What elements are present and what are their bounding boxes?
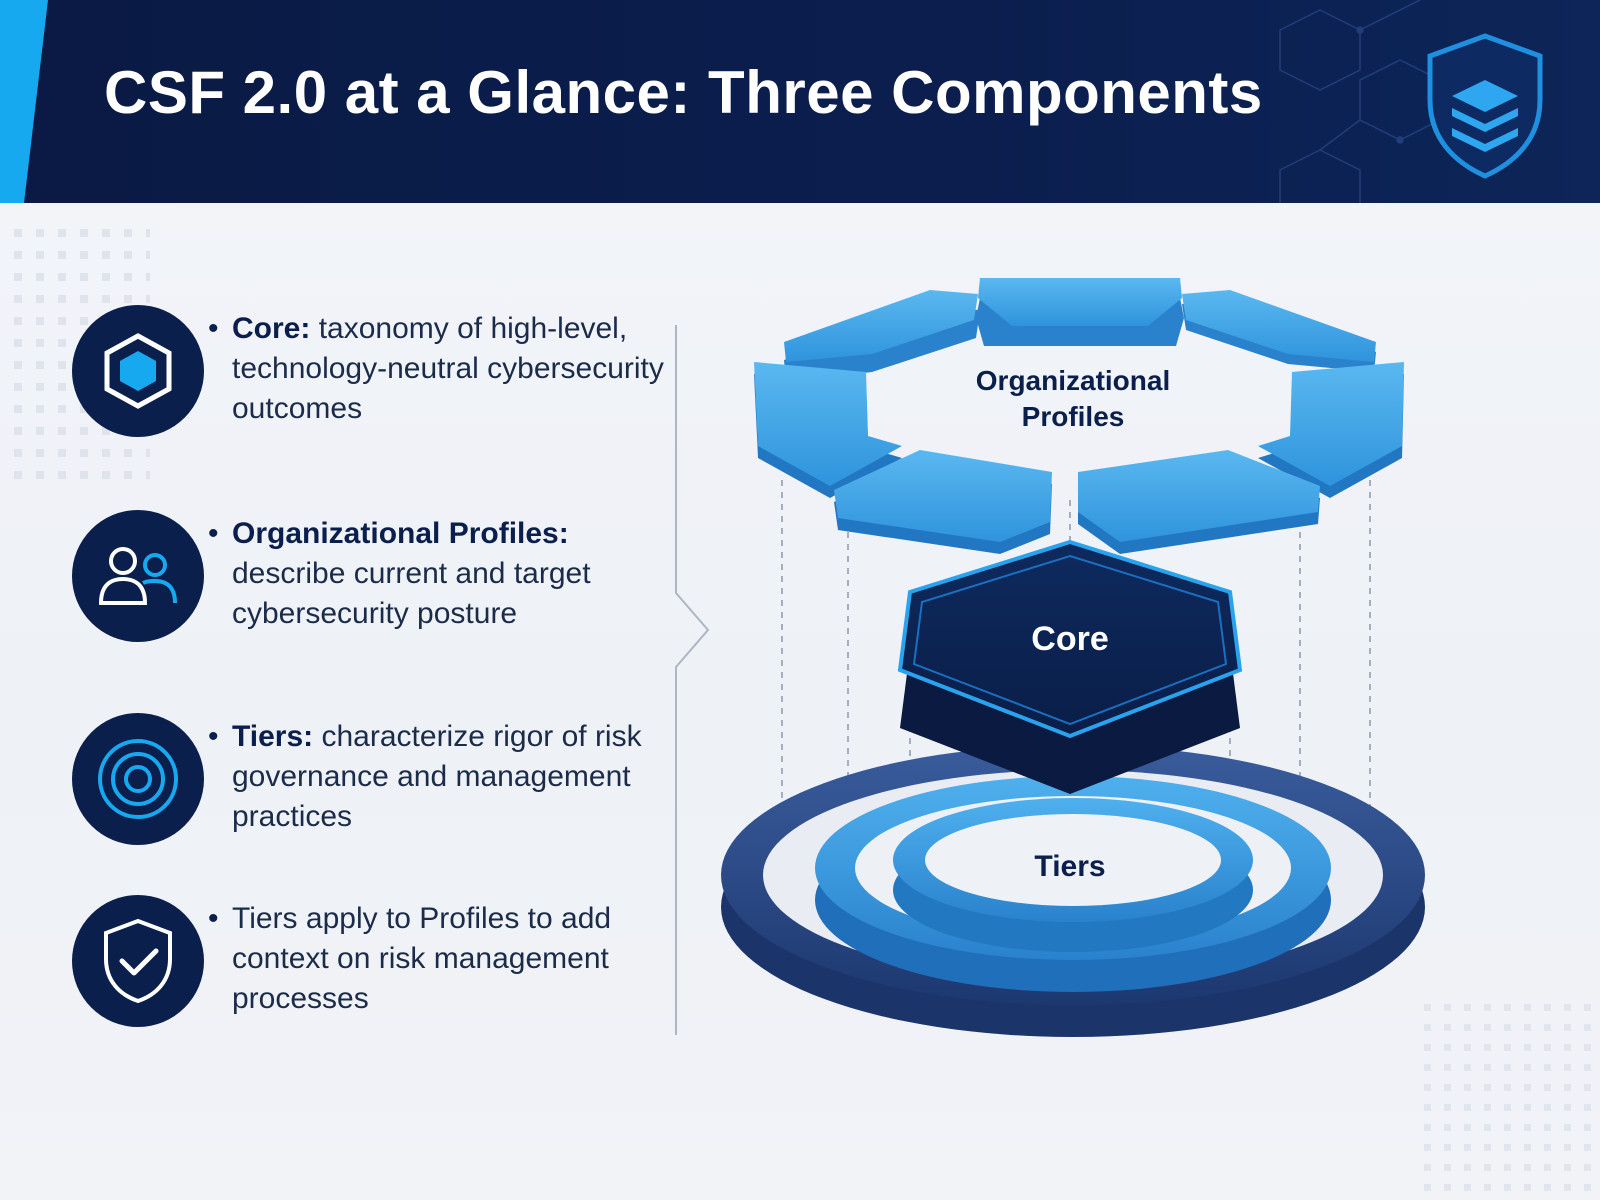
header-banner: CSF 2.0 at a Glance: Three Components — [0, 0, 1600, 203]
profiles-label: Profiles — [1022, 401, 1125, 432]
layers-shield-icon — [1420, 30, 1550, 185]
profiles-label: Organizational — [976, 365, 1170, 396]
bullet-marker: • — [208, 517, 219, 550]
page-title: CSF 2.0 at a Glance: Three Components — [104, 59, 1263, 126]
item-description: describe current and target cybersecurit… — [232, 557, 591, 630]
bullet-marker: • — [208, 902, 219, 935]
tiers-label: Tiers — [1034, 850, 1105, 883]
item-term: Organizational Profiles: — [232, 517, 569, 550]
core-hexagon — [897, 539, 1243, 794]
header-accent-stripe — [0, 0, 48, 203]
csf-components-diagram: Organizational Profiles Core Tiers — [721, 278, 1425, 1037]
users-icon — [72, 510, 204, 642]
bullet-marker: • — [208, 720, 219, 753]
item-description: Tiers apply to Profiles to add context o… — [232, 902, 612, 1015]
dot-pattern-decoration — [1420, 1000, 1600, 1200]
hexagon-icon — [72, 305, 204, 437]
tiers-rings — [721, 745, 1425, 1037]
core-label: Core — [1031, 620, 1108, 658]
target-rings-icon — [72, 713, 204, 845]
item-term: Core: — [232, 312, 311, 345]
item-term: Tiers: — [232, 720, 314, 753]
shield-check-icon — [72, 895, 204, 1027]
profiles-segmented-ring — [754, 278, 1404, 554]
bullet-marker: • — [208, 312, 219, 345]
item-description: taxonomy of high-level, technology-neutr… — [232, 312, 664, 425]
item-description: characterize rigor of risk governance an… — [232, 720, 642, 833]
vertical-divider — [675, 325, 710, 1035]
